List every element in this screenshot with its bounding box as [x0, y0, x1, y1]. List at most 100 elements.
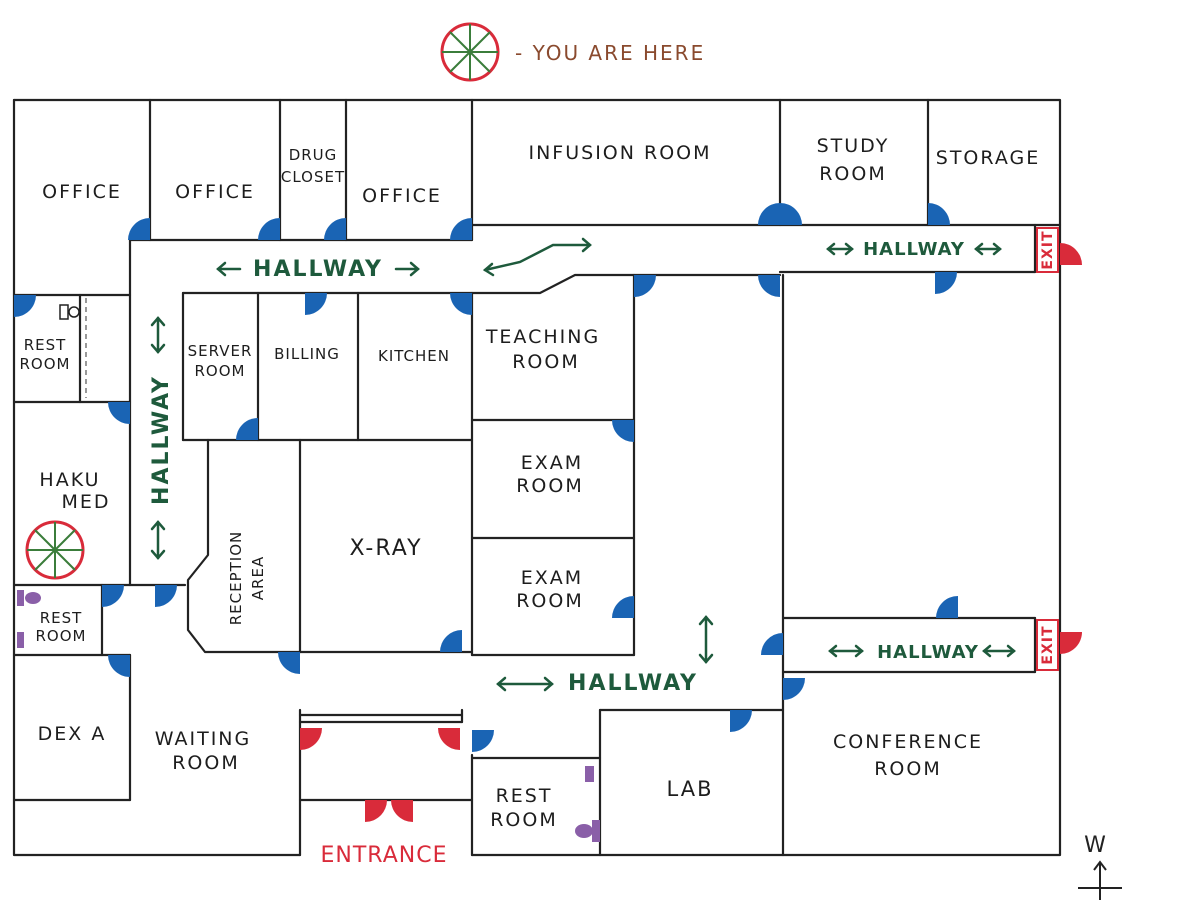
hallway-labels: HALLWAY HALLWAY HALLWAY — [149, 237, 1016, 696]
entrance-door-icon — [365, 800, 387, 822]
door-icon — [236, 418, 258, 440]
room-rest-room-bottom-line1: REST — [496, 785, 553, 807]
door-icon — [928, 203, 950, 225]
room-exam-room-b-line2: ROOM — [516, 590, 584, 612]
door-icon — [14, 295, 36, 317]
room-labels: OFFICE OFFICE DRUG CLOSET OFFICE INFUSIO… — [20, 135, 1040, 831]
entrance-door-icon — [391, 800, 413, 822]
door-icon — [450, 218, 472, 240]
door-icon — [758, 203, 780, 225]
you-are-here-label: - YOU ARE HERE — [515, 41, 705, 65]
sink-icon — [17, 632, 24, 648]
door-icon — [278, 652, 300, 674]
room-waiting-room-line2: ROOM — [172, 752, 240, 774]
room-office-2: OFFICE — [175, 181, 255, 203]
door-icon — [780, 203, 802, 225]
compass-arrow-icon — [1078, 860, 1122, 900]
room-server-room-line1: SERVER — [188, 342, 253, 360]
room-x-ray: X-RAY — [349, 536, 422, 561]
exit-sign-top — [1036, 227, 1059, 273]
room-study-room-line1: STUDY — [817, 135, 890, 157]
door-icon — [634, 275, 656, 297]
arrow-left-right-icon — [216, 261, 420, 277]
room-conference-room-line1: CONFERENCE — [833, 731, 983, 753]
room-storage: STORAGE — [936, 147, 1040, 169]
room-haku-med-line1: HAKU — [39, 469, 100, 491]
room-billing: BILLING — [274, 345, 340, 363]
room-haku-med-line2: MED — [61, 491, 110, 513]
door-icon — [935, 272, 957, 294]
door-icon — [305, 293, 327, 315]
room-rest-room-mid-line1: REST — [40, 609, 83, 627]
room-drug-closet-line2: CLOSET — [281, 168, 345, 186]
room-office-3: OFFICE — [362, 185, 442, 207]
door-icon — [324, 218, 346, 240]
door-icon — [102, 585, 124, 607]
walls — [12, 98, 1062, 857]
you-are-here-marker-icon — [440, 22, 500, 82]
exit-top-label: EXIT — [1040, 230, 1056, 269]
room-rest-room-mid-line2: ROOM — [36, 627, 87, 645]
hallway-bottom-label: HALLWAY — [568, 671, 698, 696]
door-icon — [108, 402, 130, 424]
door-icon — [472, 730, 494, 752]
sink-icon — [585, 766, 594, 782]
room-server-room-line2: ROOM — [195, 362, 246, 380]
toilet-icon — [17, 590, 41, 606]
door-icon — [730, 710, 752, 732]
arrow-left-right-icon — [826, 242, 1002, 256]
arrow-up-down-icon — [698, 615, 714, 664]
room-waiting-room-line1: WAITING — [155, 728, 252, 750]
door-icon — [440, 630, 462, 652]
arrow-left-right-icon — [828, 644, 1016, 658]
room-exam-room-a-line2: ROOM — [516, 475, 584, 497]
hallway-right-top-label: HALLWAY — [863, 239, 965, 260]
door-icon — [612, 420, 634, 442]
room-teaching-room-line2: ROOM — [512, 351, 580, 373]
room-drug-closet-line1: DRUG — [289, 146, 338, 164]
hallway-vertical-label: HALLWAY — [149, 375, 174, 505]
room-exam-room-a-line1: EXAM — [521, 452, 583, 474]
toilet-icon — [575, 820, 600, 842]
door-icon — [258, 218, 280, 240]
room-dex-a: DEX A — [38, 723, 107, 745]
room-rest-room-top-line1: REST — [24, 336, 67, 354]
exit-door-icon — [1060, 243, 1082, 265]
room-lab: LAB — [667, 777, 714, 801]
exit-door-icon — [1060, 632, 1082, 654]
room-kitchen: KITCHEN — [378, 347, 450, 365]
you-are-here-location-icon — [25, 520, 85, 580]
arrow-up-down-icon — [150, 316, 166, 560]
room-rest-room-bottom-line2: ROOM — [490, 809, 558, 831]
room-study-room-line2: ROOM — [819, 163, 887, 185]
hallway-top-label: HALLWAY — [253, 257, 383, 282]
exit-bottom-label: EXIT — [1040, 625, 1056, 664]
compass: W — [1078, 833, 1122, 900]
door-icon — [758, 275, 780, 297]
door-icon — [612, 596, 634, 618]
toilet-icon — [59, 304, 80, 320]
door-icon — [128, 218, 150, 240]
room-office-1: OFFICE — [42, 181, 122, 203]
room-reception-area-line2: AREA — [249, 556, 267, 600]
room-reception-area-line1: RECEPTION — [227, 531, 245, 626]
hallway-right-bottom-label: HALLWAY — [877, 642, 979, 663]
room-exam-room-b-line1: EXAM — [521, 567, 583, 589]
you-are-here-legend: - YOU ARE HERE — [440, 22, 705, 82]
entrance-door-icon — [300, 728, 322, 750]
compass-w-label: W — [1084, 833, 1106, 858]
door-icon — [155, 585, 177, 607]
door-icon — [108, 655, 130, 677]
door-icon — [936, 596, 958, 618]
door-icon — [450, 293, 472, 315]
door-icon — [783, 678, 805, 700]
bent-arrow-icon — [482, 237, 592, 277]
entrance-label: ENTRANCE — [321, 843, 448, 868]
room-infusion-room: INFUSION ROOM — [528, 142, 711, 164]
room-teaching-room-line1: TEACHING — [485, 326, 600, 348]
arrow-left-right-icon — [496, 676, 554, 692]
door-icon — [761, 633, 783, 655]
entrance-door-icon — [438, 728, 460, 750]
toilets — [17, 304, 600, 842]
